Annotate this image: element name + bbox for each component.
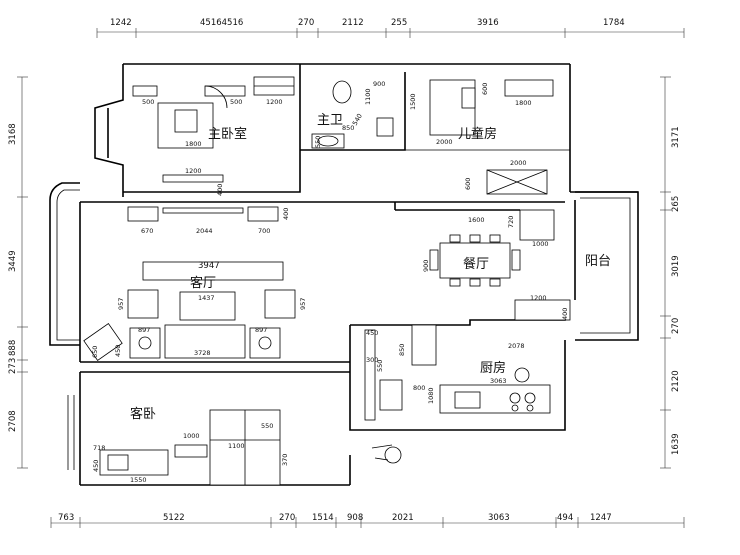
dim-inner: 370 — [281, 454, 289, 466]
dims-inner: 500 1800 500 1200 1200 400 900 1100 850 … — [91, 80, 569, 484]
dim-right-3: 3019 — [671, 255, 681, 277]
room-labels: 主卧室 主卫 儿童房 客厅 餐厅 阳台 厨房 客卧 — [130, 113, 611, 422]
dim-inner: 1000 — [532, 240, 549, 248]
dim-inner: 1100 — [364, 88, 372, 105]
dim-left-3: 888 — [8, 340, 18, 356]
dim-inner: 600 — [464, 178, 472, 190]
dim-top-3: 270 — [298, 18, 314, 28]
room-master-bath: 主卫 — [317, 113, 343, 128]
dim-inner: 450 — [92, 460, 100, 472]
dim-bottom-8: 494 — [557, 513, 573, 523]
room-kitchen: 厨房 — [480, 360, 506, 376]
dim-inner: 670 — [141, 227, 153, 235]
dim-inner: 500 — [230, 98, 242, 106]
dim-bottom-4: 1514 — [312, 513, 334, 523]
dim-inner: 500 — [142, 98, 154, 106]
dim-inner: 850 — [398, 344, 406, 356]
dim-inner: 3063 — [490, 377, 507, 385]
dim-bottom-6: 2021 — [392, 513, 414, 523]
room-guest-bedroom: 客卧 — [130, 406, 156, 422]
dim-inner: 1550 — [130, 476, 147, 484]
dim-inner: 2000 — [510, 159, 527, 167]
dims-top: 1242 45164516 270 2112 255 3916 1784 — [110, 18, 625, 28]
dim-inner: 718 — [93, 444, 105, 452]
dim-inner: 300 — [366, 356, 378, 364]
dim-left-4: 273 — [8, 358, 18, 374]
dim-left-5: 2708 — [8, 410, 18, 432]
dim-inner: 2000 — [436, 138, 453, 146]
dim-bottom-1: 763 — [58, 513, 74, 523]
dim-inner: 1600 — [468, 216, 485, 224]
dim-inner: 1100 — [228, 442, 245, 450]
dim-top-7: 1784 — [603, 18, 625, 28]
room-kids: 儿童房 — [458, 126, 497, 142]
dims-right: 3171 265 3019 270 2120 1639 — [671, 126, 681, 455]
dims-left: 3168 3449 888 273 2708 — [8, 123, 18, 432]
dim-right-2: 265 — [671, 196, 681, 212]
dim-inner: 1000 — [183, 432, 200, 440]
dim-inner: 550 — [261, 422, 273, 430]
dim-inner: 1437 — [198, 294, 215, 302]
dim-inner: 450 — [114, 345, 122, 357]
dim-bottom-3: 270 — [279, 513, 295, 523]
dim-top-4: 2112 — [342, 18, 364, 28]
dim-inner: 400 — [282, 208, 290, 220]
dim-inner: 550 — [314, 136, 322, 148]
dim-right-4: 270 — [671, 318, 681, 334]
dim-right-6: 1639 — [671, 433, 681, 455]
dimension-lines — [17, 28, 685, 528]
dim-inner: 400 — [561, 308, 569, 320]
room-dining: 餐厅 — [463, 256, 489, 272]
dim-inner: 850 — [342, 124, 354, 132]
dim-top-6: 3916 — [477, 18, 499, 28]
dim-top-5: 255 — [391, 18, 407, 28]
dim-inner: 1080 — [427, 387, 435, 404]
dim-inner: 957 — [117, 298, 125, 310]
dim-inner: 1200 — [530, 294, 547, 302]
dim-inner: 720 — [507, 216, 515, 228]
dim-inner: 1200 — [185, 167, 202, 175]
dim-inner: 1800 — [515, 99, 532, 107]
dim-inner: 700 — [258, 227, 270, 235]
room-master-bedroom: 主卧室 — [208, 126, 247, 142]
dim-left-2: 3449 — [8, 250, 18, 272]
dim-inner: 1500 — [409, 93, 417, 110]
dim-right-1: 3171 — [671, 126, 681, 148]
dim-inner: 897 — [255, 326, 267, 334]
dim-inner: 1200 — [266, 98, 283, 106]
dim-inner: 3728 — [194, 349, 211, 357]
dim-inner: 3947 — [198, 261, 220, 271]
dim-left-1: 3168 — [8, 123, 18, 145]
dim-inner: 1800 — [185, 140, 202, 148]
furniture — [83, 76, 571, 486]
dim-inner: 400 — [216, 184, 224, 196]
dim-inner: 540 — [351, 112, 364, 127]
room-balcony: 阳台 — [585, 254, 611, 269]
dim-inner: 600 — [481, 83, 489, 95]
dim-inner: 800 — [413, 384, 425, 392]
dims-bottom: 763 5122 270 1514 908 2021 3063 494 1247 — [58, 513, 612, 523]
dim-inner: 957 — [299, 298, 307, 310]
dim-bottom-5: 908 — [347, 513, 363, 523]
dim-inner: 2044 — [196, 227, 213, 235]
dim-inner: 650 — [91, 346, 99, 358]
dim-top-1: 1242 — [110, 18, 132, 28]
dim-bottom-9: 1247 — [590, 513, 612, 523]
dim-inner: 897 — [138, 326, 150, 334]
room-living: 客厅 — [190, 275, 216, 291]
dim-right-5: 2120 — [671, 370, 681, 392]
dim-inner: 900 — [422, 260, 430, 272]
dim-inner: 900 — [373, 80, 385, 88]
dim-bottom-2: 5122 — [163, 513, 185, 523]
dim-top-2: 45164516 — [200, 18, 243, 28]
dim-inner: 2078 — [508, 342, 525, 350]
dim-inner: 550 — [376, 360, 384, 372]
dim-bottom-7: 3063 — [488, 513, 510, 523]
dim-inner: 450 — [366, 329, 378, 337]
